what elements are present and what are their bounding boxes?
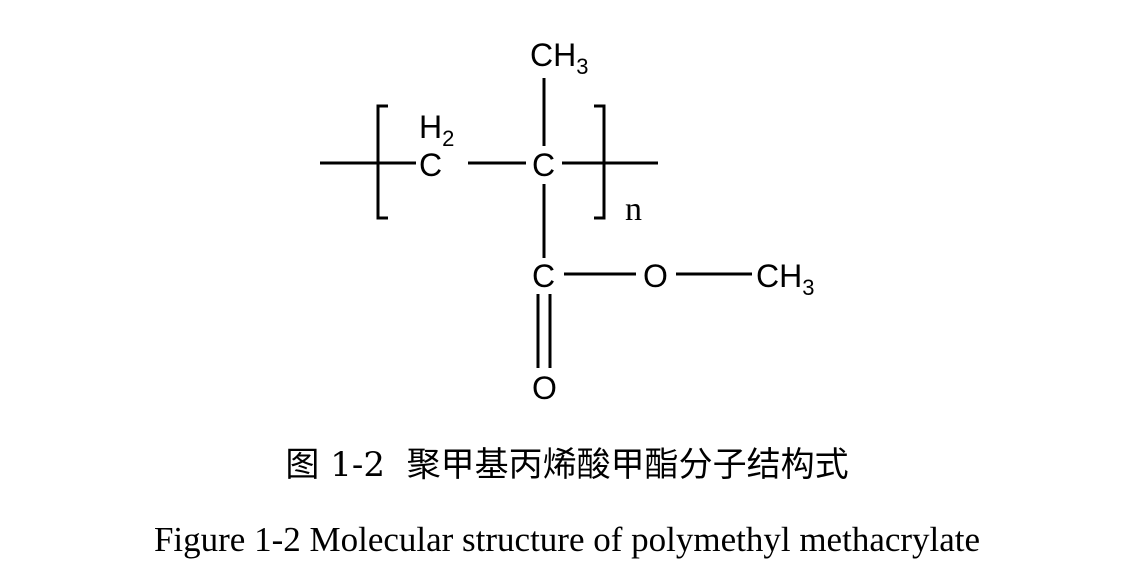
ch2-carbon-label: C [419, 147, 442, 183]
pmma-structural-formula: H2 C C CH3 C O CH3 O n [320, 37, 814, 406]
caption-english: Figure 1-2 Molecular structure of polyme… [153, 520, 981, 559]
carbonyl-oxygen-label: O [532, 370, 557, 406]
caption-chinese: 图 1-2 聚甲基丙烯酸甲酯分子结构式 [285, 445, 849, 485]
top-methyl-label: CH3 [530, 37, 588, 79]
ester-oxygen-label: O [643, 258, 668, 294]
right-bracket [594, 104, 606, 220]
ester-methyl-label: CH3 [756, 258, 814, 300]
carbonyl-carbon-label: C [532, 258, 555, 294]
ch2-h-label: H2 [419, 109, 454, 151]
quaternary-carbon-label: C [532, 147, 555, 183]
repeat-unit-subscript: n [625, 191, 642, 228]
left-bracket [376, 104, 388, 220]
